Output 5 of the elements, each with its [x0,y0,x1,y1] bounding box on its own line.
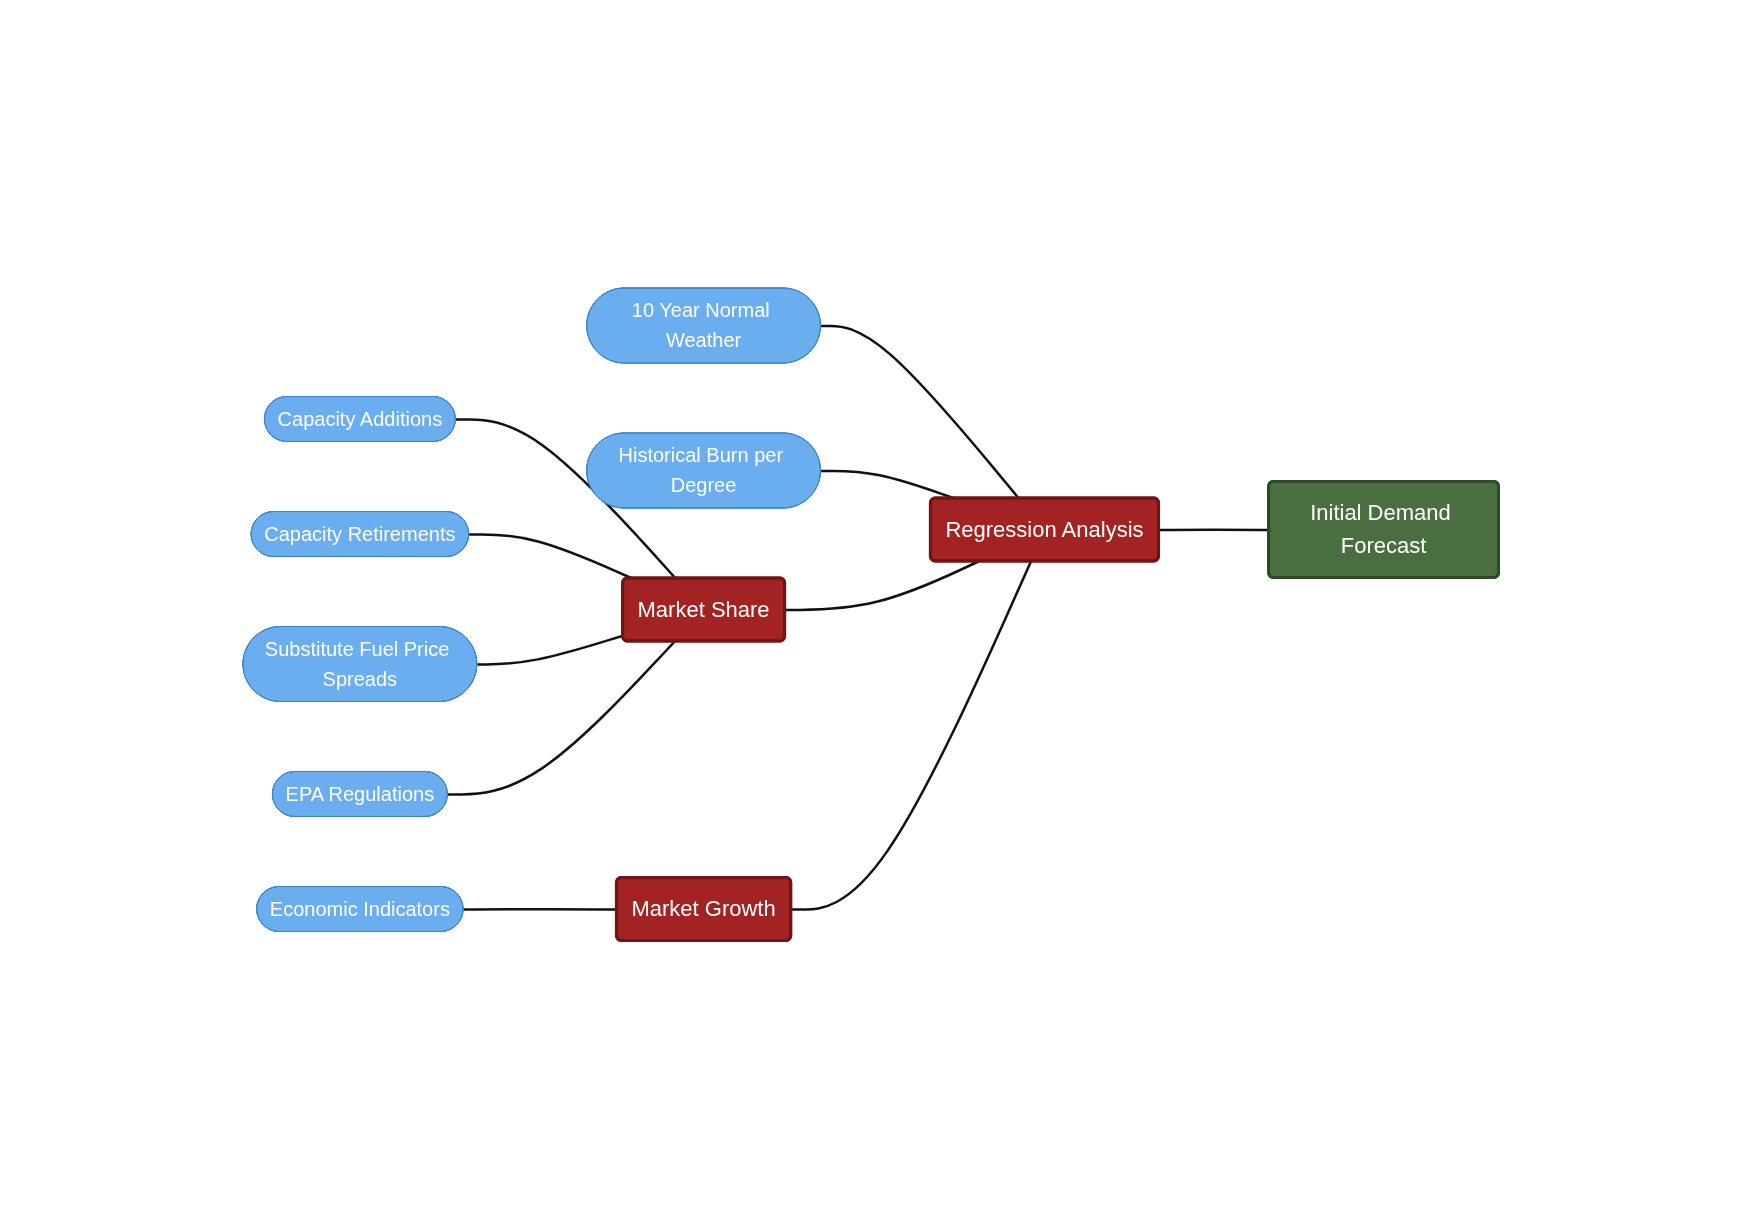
connector [456,417,677,580]
connector [477,634,624,666]
connector [448,640,676,796]
connector [791,560,1033,911]
connector [785,560,980,611]
